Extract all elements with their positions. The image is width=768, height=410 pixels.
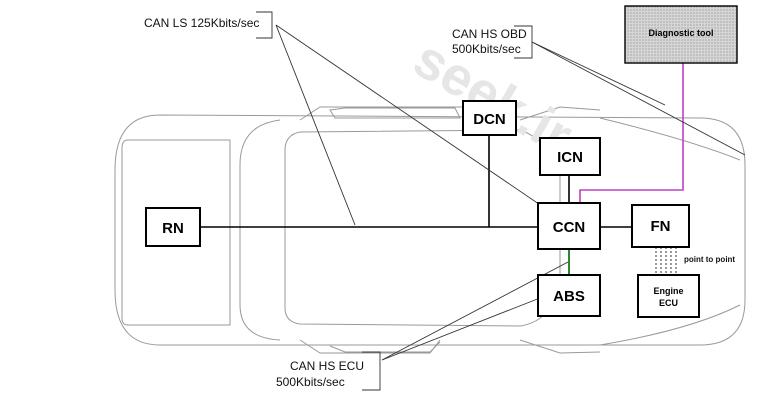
diagnostic-tool-node: Diagnostic tool [624,5,738,64]
can-hs-obd-label: CAN HS OBD [452,27,527,41]
engine-ecu-node: Engine ECU [637,274,700,318]
ccn-label: CCN [553,219,586,236]
fn-node: FN [631,204,690,248]
can-hs-ecu-label: CAN HS ECU [290,359,364,373]
icn-label: ICN [557,149,583,166]
fn-label: FN [651,218,671,235]
point-to-point-label: point to point [684,255,735,264]
icn-node: ICN [539,137,601,176]
rn-label: RN [162,220,184,237]
dcn-node: DCN [462,100,517,136]
callout-leaders [275,24,746,361]
rn-node: RN [145,207,201,247]
abs-node: ABS [537,274,601,317]
can-ls-bus [200,135,632,228]
ccn-node: CCN [537,202,601,250]
dcn-label: DCN [473,111,506,128]
callout-brackets [256,11,533,391]
abs-label: ABS [553,288,585,305]
point-to-point-connector [655,247,677,275]
can-hs-obd-line [579,62,684,203]
can-hs-ecu-speed-label: 500Kbits/sec [276,375,345,389]
can-hs-obd-speed-label: 500Kbits/sec [452,42,521,56]
can-ls-label: CAN LS 125Kbits/sec [144,16,259,30]
car-outline [114,106,746,354]
engine-label: Engine [653,286,683,296]
ecu-label: ECU [659,298,678,308]
diagnostic-tool-label: Diagnostic tool [649,28,714,38]
